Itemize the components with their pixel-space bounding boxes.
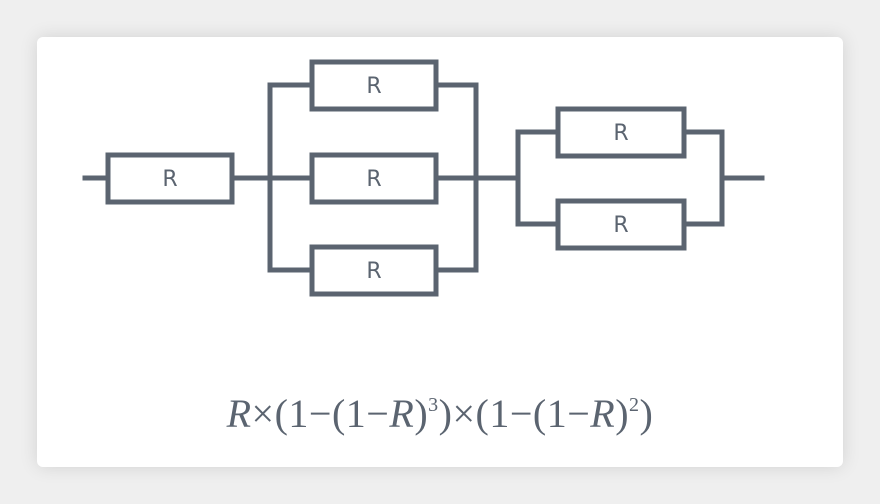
formula-exponent-2: 2 (629, 394, 640, 416)
resistor-par3-mid-label: R (366, 167, 381, 192)
resistor-par2-bot-label: R (613, 213, 628, 238)
formula-var-r2: R (389, 391, 415, 436)
formula-var-r3: R (590, 391, 616, 436)
formula-part-5: ) (639, 391, 654, 436)
resistor-par3-top-label: R (366, 74, 381, 99)
formula-exponent-3: 3 (428, 394, 439, 416)
resistor-par2-top-label: R (613, 121, 628, 146)
reliability-formula: R×(1−(1−R)3)×(1−(1−R)2) (0, 390, 880, 437)
resistor-series-label: R (162, 167, 177, 192)
formula-part-3: )×(1−(1− (438, 391, 591, 436)
formula-part-4: ) (615, 391, 630, 436)
formula-part-2: ) (414, 391, 429, 436)
formula-part-1: ×(1−(1− (251, 391, 390, 436)
resistor-par3-bot-label: R (366, 259, 381, 284)
figure-card (37, 37, 843, 467)
formula-var-r1: R (226, 391, 252, 436)
